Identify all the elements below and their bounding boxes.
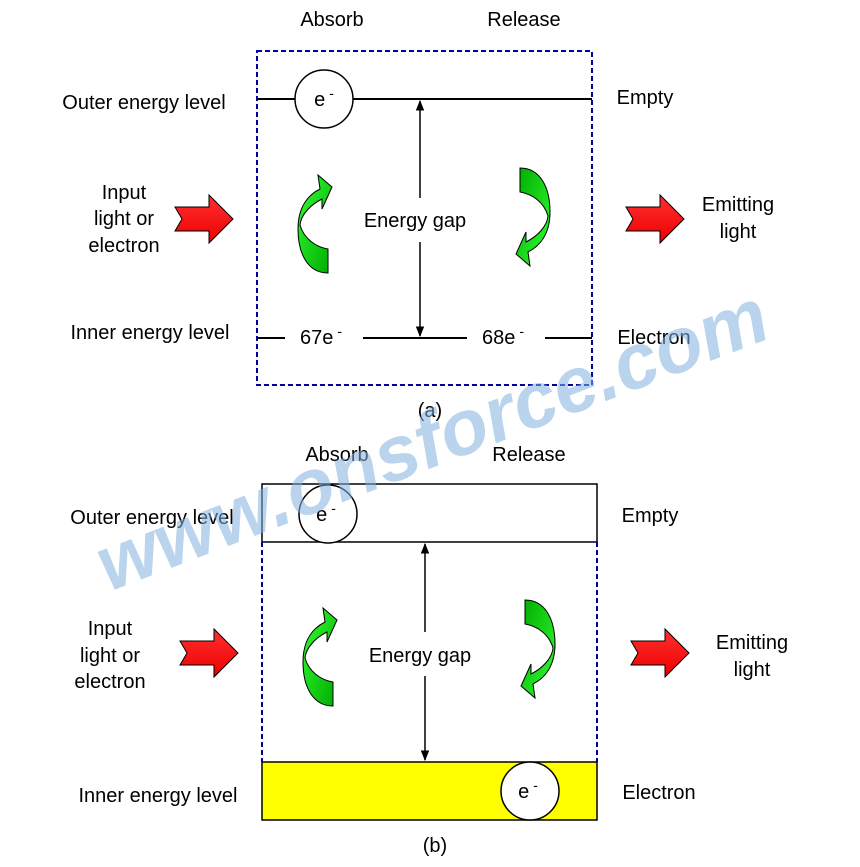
emitting-red-arrow-icon (625, 194, 685, 244)
caption-b: (b) (423, 835, 447, 857)
input-line-2: light or (80, 645, 140, 667)
electron-symbol: e- (314, 85, 334, 111)
inner-level-label: Inner energy level (71, 322, 230, 344)
absorb-label: Absorb (300, 9, 363, 31)
emitting-line-1: Emitting (702, 194, 774, 216)
outer-level-label: Outer energy level (62, 92, 225, 114)
emitting-line-1: Emitting (716, 632, 788, 654)
electron-symbol-outer: e- (316, 500, 336, 526)
panel-b: Absorb Release e- e- Outer energy level … (70, 444, 788, 857)
electron-symbol-inner: e- (518, 777, 538, 803)
inner-level-label: Inner energy level (79, 785, 238, 807)
right-count-label: 68e- (482, 323, 524, 349)
empty-label: Empty (617, 87, 674, 109)
input-line-3: electron (74, 671, 145, 693)
dashed-boundary (256, 50, 593, 386)
release-green-arrow-icon (515, 167, 551, 267)
absorb-green-arrow-icon (297, 174, 333, 274)
release-label: Release (487, 9, 560, 31)
absorb-green-arrow-icon (302, 607, 338, 707)
input-line-3: electron (88, 235, 159, 257)
electron-label: Electron (622, 782, 695, 804)
caption-a: (a) (418, 400, 442, 422)
release-label: Release (492, 444, 565, 466)
energy-gap-label: Energy gap (364, 210, 466, 232)
electron-circle-outer (298, 484, 358, 544)
emitting-line-2: light (734, 659, 771, 681)
electron-circle (294, 69, 354, 129)
emitting-line-2: light (720, 221, 757, 243)
input-red-arrow-icon (174, 194, 234, 244)
emitting-red-arrow-icon (630, 628, 690, 678)
watermark: www.onsforce.com (83, 270, 779, 607)
outer-level-label: Outer energy level (70, 507, 233, 529)
energy-gap-label: Energy gap (369, 645, 471, 667)
electron-circle-inner (500, 761, 560, 821)
empty-label: Empty (622, 505, 679, 527)
panel-a: Absorb Release e- Outer energy level Emp… (62, 9, 774, 422)
absorb-label: Absorb (305, 444, 368, 466)
input-line-1: Input (88, 618, 133, 640)
input-line-1: Input (102, 182, 147, 204)
input-red-arrow-icon (179, 628, 239, 678)
electron-label: Electron (617, 327, 690, 349)
left-count-label: 67e- (300, 323, 342, 349)
release-green-arrow-icon (520, 599, 556, 699)
input-line-2: light or (94, 208, 154, 230)
